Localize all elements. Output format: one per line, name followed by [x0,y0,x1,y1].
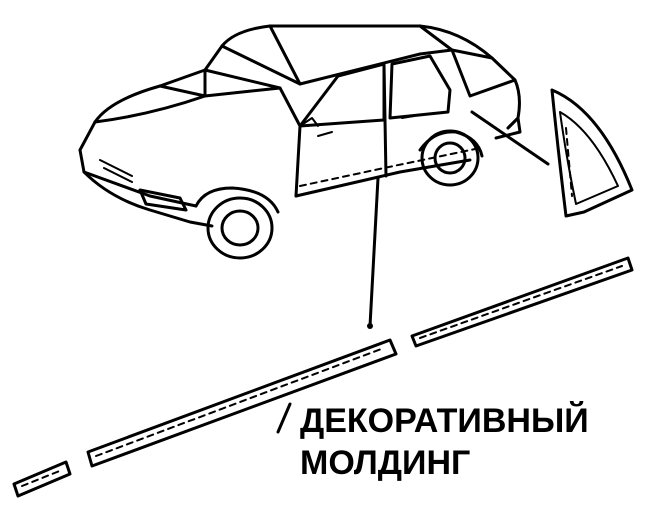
leader-lines [276,110,550,434]
car-illustration [78,24,522,260]
quarter-window-molding [550,88,634,218]
molding-strip-rear [410,256,634,348]
molding-strip-front [86,338,398,468]
molding-strip-small [12,460,72,498]
callout-label-line-1: ДЕКОРАТИВНЫЙ [300,402,589,440]
callout-label-line-2: МОЛДИНГ [300,444,471,482]
